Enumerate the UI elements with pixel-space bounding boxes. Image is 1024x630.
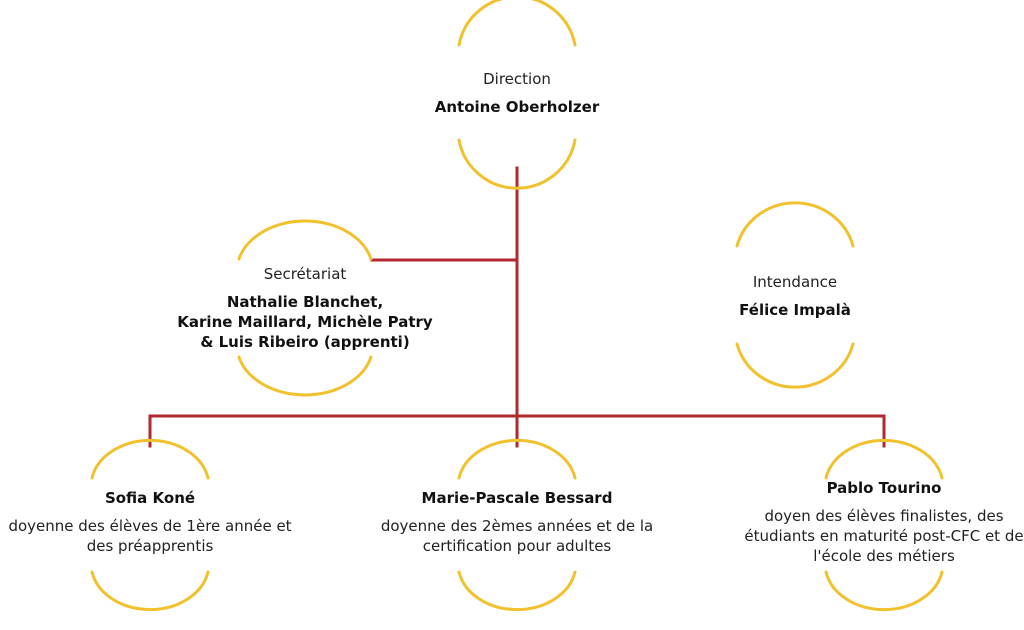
connectors (148, 166, 886, 448)
dean2-bottom-arc (457, 570, 577, 612)
dean2-top-arc (457, 438, 577, 480)
direction-node: Direction Antoine Oberholzer (417, 69, 617, 117)
dean3-bottom-arc (824, 570, 944, 612)
intendance-bottom-arc (735, 342, 855, 389)
decorative-arcs (90, 0, 944, 612)
dean2-node: Marie-Pascale Bessard doyenne des 2èmes … (367, 488, 667, 556)
dean1-bottom-arc (90, 570, 210, 612)
direction-name: Antoine Oberholzer (434, 98, 600, 116)
dean3-node: Pablo Tourino doyen des élèves finaliste… (734, 478, 1024, 566)
direction-role: Direction (483, 70, 551, 88)
secretariat-top-arc (237, 219, 373, 261)
intendance-role: Intendance (752, 273, 838, 291)
direction-bottom-arc (457, 138, 577, 190)
intendance-node: Intendance Félice Impalà (695, 272, 895, 320)
intendance-name: Félice Impalà (739, 301, 851, 319)
secretariat-name: Nathalie Blanchet, Karine Maillard, Mich… (177, 293, 433, 351)
secretariat-bottom-arc (237, 355, 373, 397)
dean1-name: Sofia Koné (104, 489, 196, 507)
dean1-description: doyenne des élèves de 1ère année et des … (8, 517, 292, 555)
secretariat-role: Secrétariat (263, 265, 347, 283)
secretariat-node: Secrétariat Nathalie Blanchet, Karine Ma… (160, 264, 450, 352)
dean1-node: Sofia Koné doyenne des élèves de 1ère an… (0, 488, 300, 556)
dean2-description: doyenne des 2èmes années et de la certif… (380, 517, 654, 555)
direction-top-arc (457, 0, 577, 47)
intendance-top-arc (735, 201, 855, 248)
dean3-name: Pablo Tourino (826, 479, 942, 497)
dean3-description: doyen des élèves finalistes, des étudian… (744, 507, 1024, 565)
dean3-top-arc (824, 438, 944, 480)
dean1-top-arc (90, 438, 210, 480)
dean2-name: Marie-Pascale Bessard (421, 489, 613, 507)
